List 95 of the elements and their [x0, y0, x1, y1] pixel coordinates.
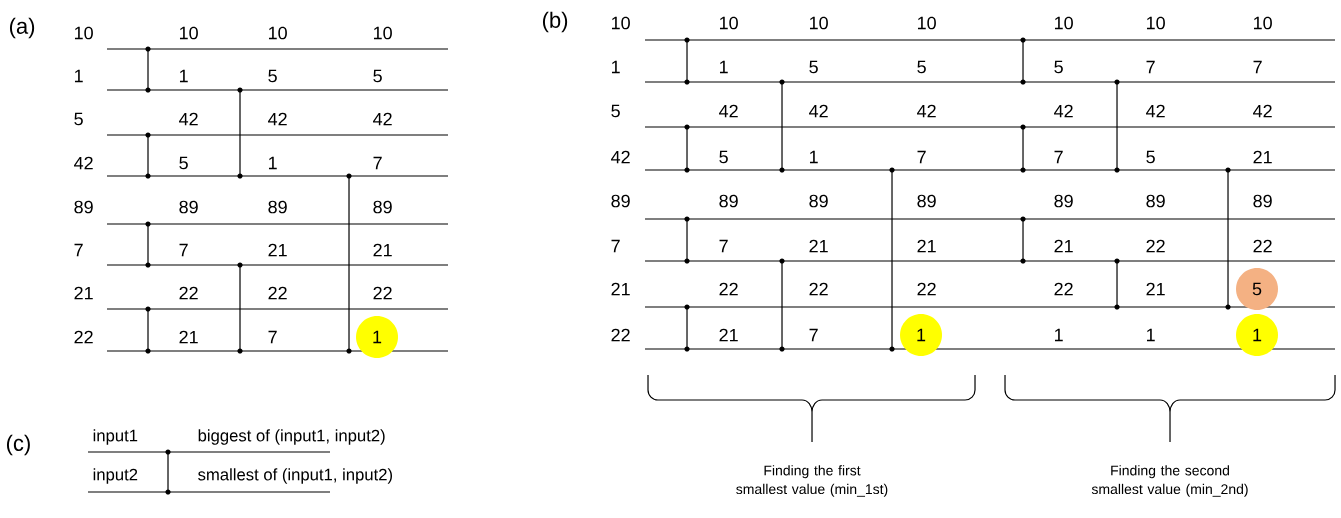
value-label: 10 [269, 26, 287, 40]
value-label: 22 [917, 282, 936, 296]
value-label: 5 [1054, 60, 1063, 74]
value-label: 21 [611, 282, 630, 296]
highlighted-value: 1 [356, 316, 398, 358]
value-label: 7 [268, 330, 277, 344]
highlighted-value: 1 [900, 314, 942, 356]
value-label: 5 [917, 60, 926, 74]
value-label: 7 [1054, 150, 1063, 164]
panel-label: (a) [9, 17, 35, 39]
value-label: 89 [917, 194, 936, 208]
value-label: 42 [1146, 104, 1165, 118]
output-label: smallest of (input1, input2) [198, 468, 392, 484]
value-label: 22 [719, 282, 738, 296]
value-label: 22 [809, 282, 828, 296]
value-label: 42 [917, 104, 936, 118]
value-label: 42 [268, 112, 287, 126]
input-label: input2 [93, 468, 138, 484]
value-label: 42 [373, 112, 392, 126]
value-label: 7 [719, 239, 728, 253]
input-label: input1 [93, 429, 138, 445]
output-label: biggest of (input1, input2) [198, 429, 385, 445]
value-label: 5 [1146, 150, 1155, 164]
value-label: 22 [1146, 239, 1165, 253]
value-label: 42 [74, 156, 93, 170]
value-label: 5 [719, 150, 728, 164]
value-label: 21 [179, 330, 198, 344]
value-label: 1 [269, 156, 277, 170]
value-label: 22 [74, 330, 93, 344]
highlighted-value: 5 [1236, 268, 1278, 310]
value-label: 21 [917, 239, 936, 253]
value-label: 7 [809, 328, 818, 342]
value-label: 89 [719, 194, 738, 208]
value-label: 5 [268, 69, 277, 83]
value-label: 10 [1254, 16, 1272, 30]
value-label: 10 [918, 16, 936, 30]
value-label: 89 [268, 200, 287, 214]
value-label: 1 [180, 69, 188, 83]
value-label: 1 [1147, 328, 1155, 342]
value-label: 7 [1253, 60, 1262, 74]
value-label: 7 [179, 243, 188, 257]
value-label: 1 [75, 69, 83, 83]
value-label: 10 [720, 16, 738, 30]
value-label: 22 [611, 328, 630, 342]
value-label: 89 [1253, 194, 1272, 208]
value-label: 7 [74, 243, 83, 257]
value-label: 10 [810, 16, 828, 30]
value-label: 5 [373, 69, 382, 83]
highlighted-value: 1 [1236, 314, 1278, 356]
value-label: 42 [719, 104, 738, 118]
value-label: 21 [373, 243, 392, 257]
value-label: 42 [1253, 104, 1272, 118]
value-label: 21 [1054, 239, 1073, 253]
value-label: 5 [809, 60, 818, 74]
value-label: 21 [1146, 282, 1165, 296]
value-label: 1 [720, 60, 728, 74]
value-label: 89 [179, 200, 198, 214]
panel-label: (b) [542, 11, 568, 33]
value-label: 1 [810, 150, 818, 164]
value-label: 1 [612, 60, 620, 74]
value-label: 5 [179, 156, 188, 170]
value-label: 42 [1054, 104, 1073, 118]
value-label: 1 [1055, 328, 1063, 342]
caption: Finding the second smallest value (min_2nd) [1091, 465, 1248, 497]
value-label: 10 [1055, 16, 1073, 30]
value-label: 21 [268, 243, 287, 257]
value-label: 10 [75, 26, 93, 40]
value-label: 89 [74, 200, 93, 214]
value-label: 10 [1147, 16, 1165, 30]
value-label: 10 [180, 26, 198, 40]
value-label: 22 [179, 286, 198, 300]
value-label: 22 [1054, 282, 1073, 296]
value-label: 7 [611, 239, 620, 253]
value-label: 21 [1253, 150, 1272, 164]
value-label: 5 [611, 104, 620, 118]
value-label: 21 [809, 239, 828, 253]
value-label: 89 [611, 194, 630, 208]
panel-label: (c) [6, 434, 30, 456]
value-label: 89 [1146, 194, 1165, 208]
value-label: 10 [374, 26, 392, 40]
value-label: 89 [1054, 194, 1073, 208]
value-label: 7 [1146, 60, 1155, 74]
value-label: 5 [74, 112, 83, 126]
value-label: 89 [809, 194, 828, 208]
value-label: 22 [268, 286, 287, 300]
value-label: 21 [74, 286, 93, 300]
value-label: 10 [612, 16, 630, 30]
caption: Finding the first smallest value (min_1st) [736, 465, 888, 497]
value-label: 21 [719, 328, 738, 342]
value-label: 7 [917, 150, 926, 164]
value-label: 89 [373, 200, 392, 214]
value-label: 42 [809, 104, 828, 118]
value-label: 42 [611, 150, 630, 164]
value-label: 7 [373, 156, 382, 170]
value-label: 42 [179, 112, 198, 126]
